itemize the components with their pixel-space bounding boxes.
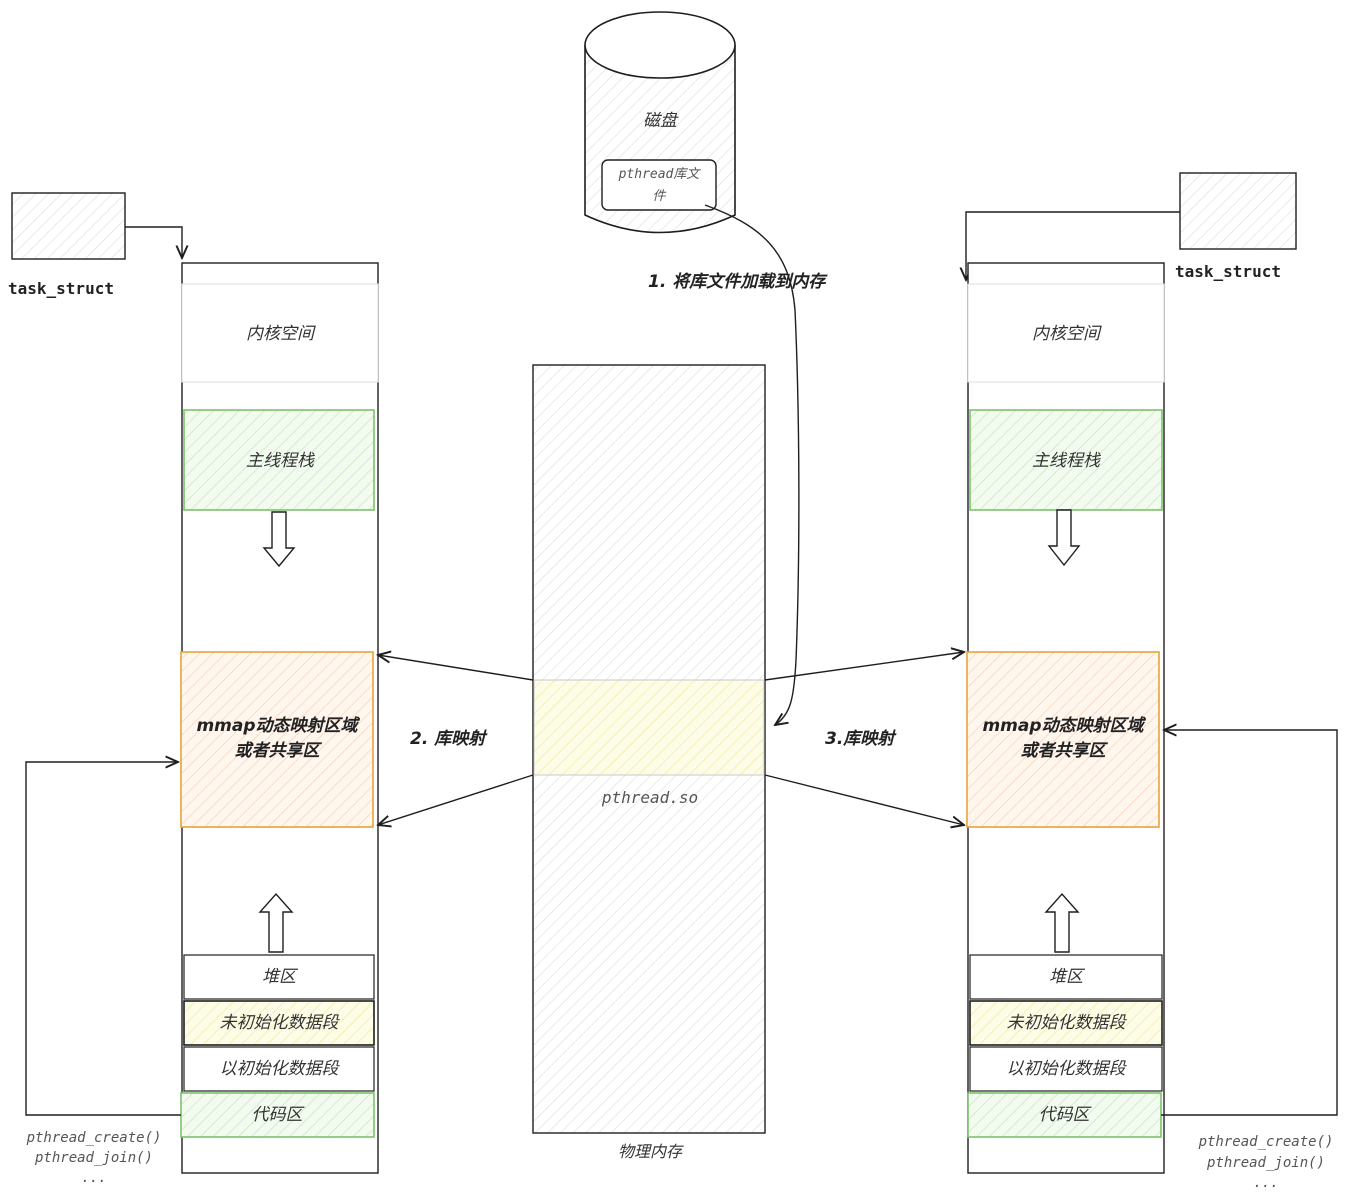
right-heap-grow-up-arrow <box>1044 892 1080 953</box>
left-bss-region <box>183 1000 375 1046</box>
left-data-label: 以初始化数据段 <box>220 1059 341 1079</box>
left-heap-label: 堆区 <box>262 967 299 987</box>
step-load-label: 1. 将库文件加载到内存 <box>648 272 828 292</box>
right-process: task_struct 内核空间 主线程栈 mmap动态映射区域 或者共享区 堆… <box>966 172 1338 1191</box>
right-kernel-space <box>967 283 1165 383</box>
pthread-lib-file-label-line2: 件 <box>652 189 666 204</box>
left-call-join: pthread_join() <box>34 1150 153 1166</box>
right-task-struct-arrow <box>966 211 1180 280</box>
right-heap-label: 堆区 <box>1049 967 1086 987</box>
right-kernel-label: 内核空间 <box>1032 324 1102 344</box>
left-call-loop-arrow <box>25 762 181 1116</box>
left-task-struct-label: task_struct <box>8 279 114 298</box>
pthread-so-region <box>533 679 765 776</box>
left-heap-grow-up-arrow <box>258 892 294 953</box>
left-stack-label: 主线程栈 <box>246 451 315 471</box>
left-process: task_struct 内核空间 主线程栈 mmap动态映射区域 或者共享区 堆… <box>8 192 379 1186</box>
physical-memory-label: 物理内存 <box>618 1142 684 1161</box>
right-heap-region <box>969 954 1163 1000</box>
left-code-region <box>180 1092 375 1138</box>
disk-label: 磁盘 <box>643 111 679 131</box>
right-call-join: pthread_join() <box>1206 1155 1325 1171</box>
left-task-struct-arrow <box>125 226 182 258</box>
left-kernel-label: 内核空间 <box>246 324 316 344</box>
left-kernel-space <box>181 283 379 383</box>
right-map-arrow-top <box>764 652 964 681</box>
right-bss-region <box>969 1000 1163 1046</box>
right-stack-grow-down-arrow <box>1047 509 1081 567</box>
right-mmap-region <box>966 651 1160 828</box>
right-map-arrow-bottom <box>764 774 964 825</box>
left-call-ellipsis: ... <box>81 1170 106 1186</box>
left-bss-label: 未初始化数据段 <box>220 1013 341 1033</box>
pthread-lib-file-label-line1: pthread库文 <box>618 166 702 182</box>
left-heap-region <box>183 954 375 1000</box>
left-map-arrow-top <box>378 655 534 681</box>
right-task-struct-box <box>1179 172 1297 250</box>
left-main-thread-stack <box>183 409 375 511</box>
right-call-loop-arrow <box>1161 730 1338 1116</box>
right-call-create: pthread_create() <box>1198 1134 1334 1150</box>
left-mmap-label-line1: mmap动态映射区域 <box>196 716 360 736</box>
right-call-ellipsis: ... <box>1253 1175 1278 1191</box>
right-code-region <box>967 1092 1162 1138</box>
step-map-left-label: 2. 库映射 <box>410 729 488 749</box>
left-mmap-region <box>180 651 374 828</box>
right-bss-label: 未初始化数据段 <box>1007 1013 1128 1033</box>
right-main-thread-stack <box>969 409 1163 511</box>
left-call-create: pthread_create() <box>26 1130 162 1146</box>
right-data-label: 以初始化数据段 <box>1007 1059 1128 1079</box>
left-stack-grow-down-arrow <box>262 511 296 568</box>
right-stack-label: 主线程栈 <box>1032 451 1101 471</box>
right-code-label: 代码区 <box>1039 1105 1093 1125</box>
right-data-region <box>969 1046 1163 1092</box>
left-task-struct-box <box>11 192 126 260</box>
left-map-arrow-bottom <box>378 774 534 825</box>
left-data-region <box>183 1046 375 1092</box>
right-mmap-label-line2: 或者共享区 <box>1021 741 1109 761</box>
right-task-struct-label: task_struct <box>1175 262 1281 281</box>
pthread-lib-file-box <box>601 159 717 211</box>
left-mmap-label-line2: 或者共享区 <box>235 741 323 761</box>
load-arrow <box>704 204 800 725</box>
pthread-so-label: pthread.so <box>601 788 698 807</box>
left-code-label: 代码区 <box>252 1105 306 1125</box>
right-mmap-label-line1: mmap动态映射区域 <box>982 716 1146 736</box>
step-map-right-label: 3.库映射 <box>825 729 897 749</box>
